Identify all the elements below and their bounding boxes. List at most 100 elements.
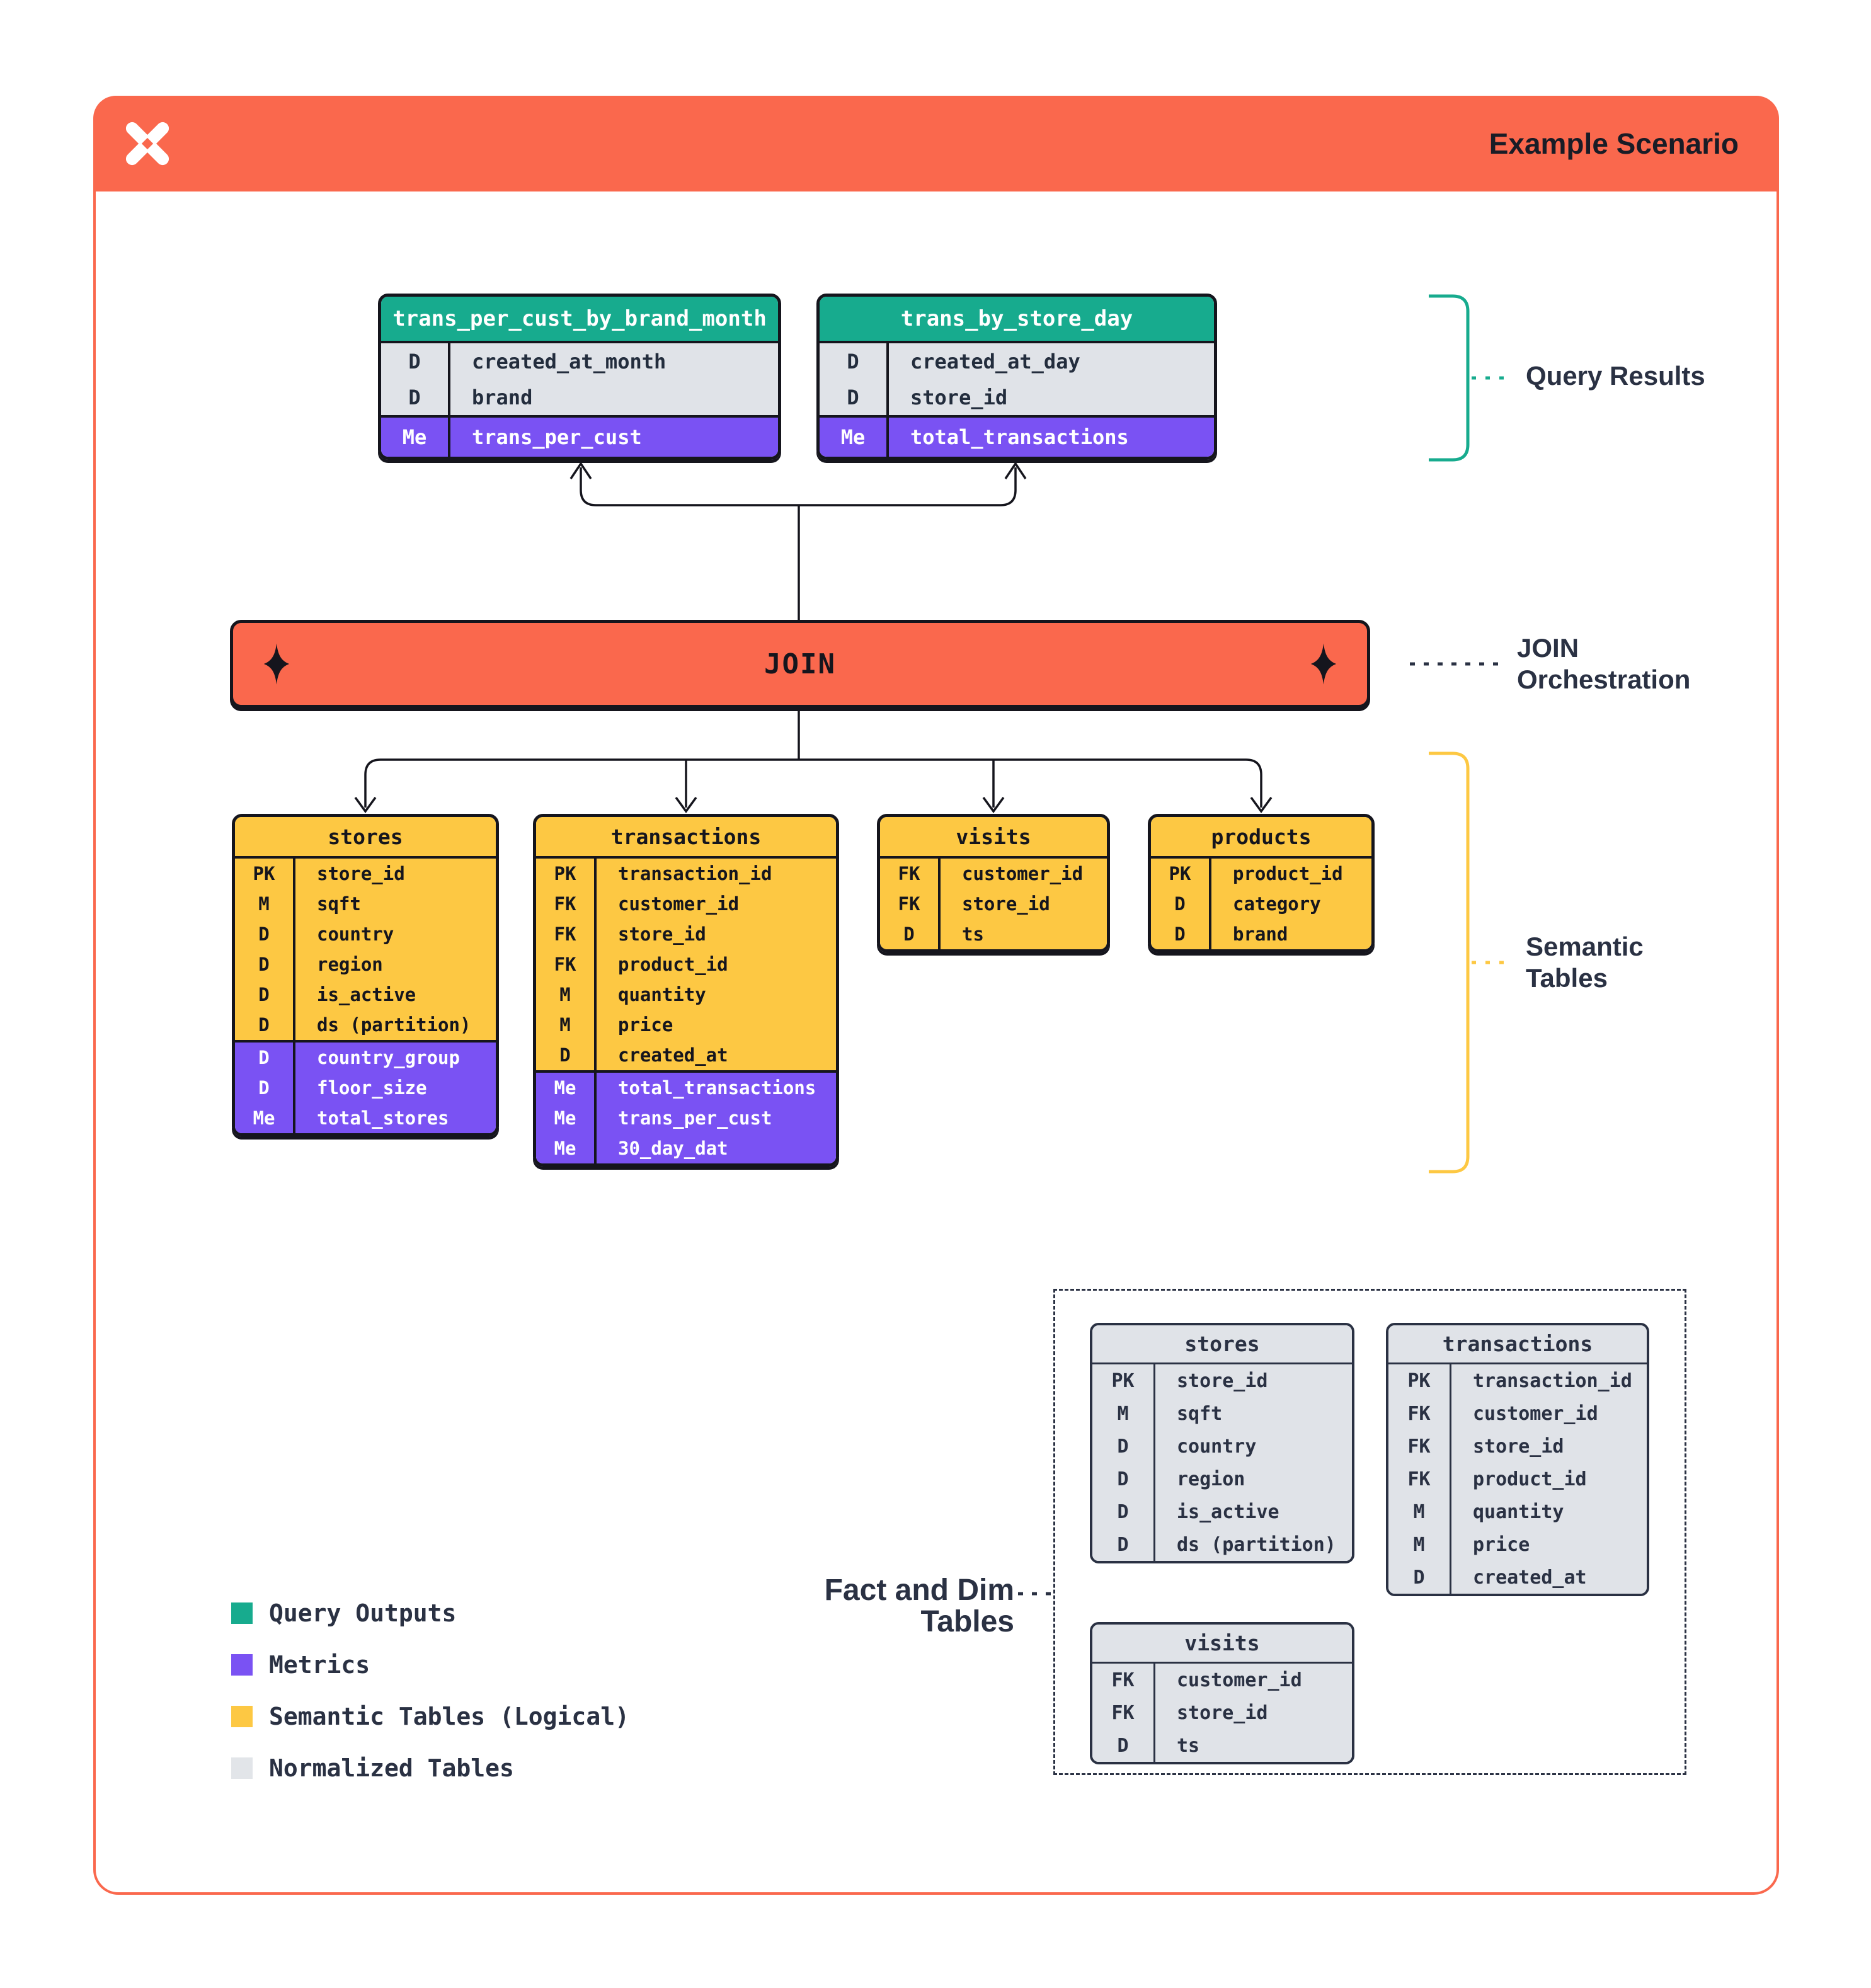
- column-name: ds (partition): [317, 1014, 471, 1036]
- column-name: customer_id: [1177, 1669, 1302, 1691]
- column-type: Me: [536, 1133, 597, 1163]
- column-name: store_id: [910, 385, 1008, 409]
- column-type: FK: [1388, 1397, 1451, 1430]
- column-type: D: [235, 1073, 295, 1103]
- table-title: stores: [1092, 1325, 1352, 1364]
- sparkle-icon: [263, 643, 290, 685]
- table-title: trans_by_store_day: [820, 297, 1214, 343]
- column-type: D: [1388, 1561, 1451, 1594]
- column-name: region: [317, 954, 383, 975]
- column-name: brand: [472, 385, 533, 409]
- column-type: D: [880, 919, 941, 949]
- column-type: D: [1092, 1463, 1155, 1495]
- column-name: total_transactions: [910, 425, 1129, 449]
- column-name: customer_id: [1473, 1402, 1598, 1425]
- brand-logo-icon: [125, 122, 169, 166]
- column-name: store_id: [1473, 1435, 1564, 1458]
- column-type: PK: [1092, 1364, 1155, 1397]
- column-type: FK: [536, 889, 597, 919]
- fact-dim-tables-label: Fact and Dim Tables: [824, 1574, 1014, 1638]
- column-type: FK: [1388, 1430, 1451, 1463]
- column-name: product_id: [1473, 1468, 1587, 1490]
- legend-item-label: Query Outputs: [269, 1599, 457, 1627]
- column-name: 30_day_dat: [618, 1138, 728, 1159]
- column-name: is_active: [1177, 1500, 1279, 1523]
- column-type: M: [536, 1010, 597, 1040]
- column-type: M: [536, 980, 597, 1010]
- semantic-tables-label: Semantic Tables: [1526, 932, 1644, 993]
- column-type: D: [1151, 919, 1211, 949]
- column-type: M: [1092, 1397, 1155, 1430]
- table-row: FK product_id: [536, 949, 836, 980]
- column-name: total_transactions: [618, 1077, 816, 1099]
- column-type: D: [235, 949, 295, 980]
- column-name: customer_id: [618, 893, 740, 915]
- column-name: total_stores: [317, 1107, 449, 1129]
- column-name: brand: [1233, 923, 1288, 945]
- column-name: trans_per_cust: [472, 425, 642, 449]
- column-name: created_at: [618, 1044, 728, 1066]
- query-results-label: Query Results: [1526, 361, 1705, 391]
- column-type: D: [235, 1010, 295, 1040]
- column-name: category: [1233, 893, 1321, 915]
- column-type: Me: [235, 1103, 295, 1133]
- column-type: FK: [536, 919, 597, 949]
- table-row: FK customer_id: [1388, 1397, 1647, 1430]
- column-name: store_id: [317, 863, 405, 884]
- column-type: D: [536, 1040, 597, 1070]
- column-name: country: [317, 923, 394, 945]
- column-name: ds (partition): [1177, 1533, 1336, 1556]
- column-type: PK: [536, 859, 597, 889]
- column-type: FK: [880, 889, 941, 919]
- normalized-tables-swatch: [231, 1757, 253, 1779]
- column-type: D: [1092, 1495, 1155, 1528]
- column-name: product_id: [1233, 863, 1343, 884]
- column-type: FK: [536, 949, 597, 980]
- column-name: product_id: [618, 954, 728, 975]
- column-name: transaction_id: [618, 863, 772, 884]
- column-name: sqft: [1177, 1402, 1223, 1425]
- column-type: D: [1151, 889, 1211, 919]
- column-name: price: [618, 1014, 673, 1036]
- column-type: M: [1388, 1495, 1451, 1528]
- column-type: FK: [880, 859, 941, 889]
- column-type: Me: [536, 1073, 597, 1103]
- sparkle-icon: [1310, 643, 1337, 685]
- table-title: transactions: [536, 817, 836, 859]
- column-name: created_at: [1473, 1566, 1587, 1589]
- column-type: D: [820, 379, 889, 415]
- column-name: region: [1177, 1468, 1245, 1490]
- column-type: D: [1092, 1430, 1155, 1463]
